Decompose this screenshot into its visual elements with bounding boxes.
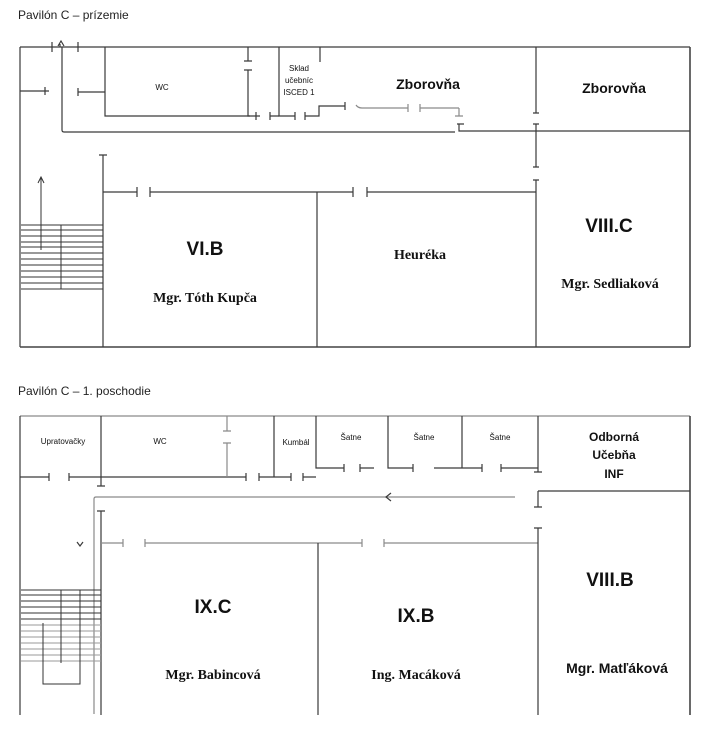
class-label-viii-c: VIII.C (585, 216, 633, 237)
upratovacky-wall-b (68, 473, 246, 481)
kumbal-door (290, 473, 316, 481)
ix-c-top-wall-b (144, 539, 362, 547)
room-label-satne-3: Šatne (490, 433, 511, 442)
teacher-label-viii-b: Mgr. Matľáková (566, 660, 668, 676)
staircase-ground (21, 175, 103, 290)
entry-ticks (51, 42, 79, 52)
room-label-sklad-1: Sklad (289, 64, 309, 73)
corridor-line-top (61, 47, 455, 133)
class-label-ix-c: IX.C (195, 597, 232, 618)
wc-room-walls (104, 47, 250, 117)
upratovacky-divider (97, 416, 105, 487)
satne-walls-b (434, 416, 483, 472)
sklad-walls (278, 47, 296, 120)
ground-floor-plan: WC Sklad učebníc ISCED 1 Zborovňa Zborov… (19, 39, 691, 348)
stair-up-arrow-icon (37, 175, 45, 250)
room-label-zborovna-2: Zborovňa (582, 80, 646, 96)
room-label-sklad-3: ISCED 1 (283, 88, 315, 97)
stair-down-arrow-icon (76, 541, 84, 547)
room-label-wc: WC (153, 437, 167, 446)
room-label-odborna-1: Odborná (589, 430, 639, 444)
satne-odborna-divider (534, 416, 542, 473)
ix-b-top-wall (361, 539, 538, 547)
teacher-label-ix-c: Mgr. Babincová (165, 668, 260, 683)
satne-walls-c (500, 464, 538, 472)
wall-wc-stub (77, 88, 105, 96)
viii-c-left-wall (533, 179, 539, 347)
wall-segment (533, 123, 539, 168)
corridor-arrow-icon (385, 492, 392, 502)
heureka-top-wall-a (317, 187, 354, 197)
staircase-first (21, 589, 101, 685)
entry-arrow-icon (57, 39, 65, 47)
corridor-line (93, 496, 515, 714)
room-label-odborna-3: INF (604, 467, 623, 481)
room-label-satne-2: Šatne (414, 433, 435, 442)
room-label-sklad-2: učebníc (285, 76, 313, 85)
zborovna-divider (533, 47, 539, 114)
teacher-label-viii-c: Mgr. Sedliaková (561, 277, 659, 292)
room-label-wc: WC (155, 83, 169, 92)
vi-b-top-wall-a (103, 187, 138, 197)
ix-c-top-wall-a (101, 539, 124, 547)
wc-bottom-wall (245, 473, 291, 481)
floor-title-ground: Pavilón C – prízemie (18, 8, 129, 22)
room-label-heureka: Heuréka (394, 248, 446, 263)
vi-b-top-wall-b (149, 187, 317, 197)
kumbal-right-wall (315, 416, 345, 472)
sklad-door (304, 102, 346, 120)
vi-b-left-wall (99, 154, 107, 347)
teacher-label-vi-b: Mgr. Tóth Kupča (153, 291, 257, 306)
first-floor-plan: Upratovačky WC Kumbál Šatne Šatne Šatne … (19, 415, 691, 715)
room-label-upratovacky: Upratovačky (41, 437, 85, 446)
room-label-kumbal: Kumbál (282, 438, 309, 447)
viii-b-left-wall (534, 527, 542, 715)
zborovna-1-bottom-wall (355, 104, 463, 117)
zborovna-corridor-wall (457, 123, 690, 132)
heureka-top-wall-b (366, 187, 536, 197)
wall-left-stub (20, 87, 49, 95)
odborna-bottom-wall (534, 490, 690, 508)
teacher-label-ix-b: Ing. Macáková (371, 668, 460, 683)
room-label-zborovna-1: Zborovňa (396, 76, 460, 92)
upratovacky-wall-a (20, 473, 50, 481)
wall-stub (269, 112, 279, 120)
class-label-viii-b: VIII.B (586, 570, 634, 591)
wc-door (223, 416, 231, 477)
class-label-vi-b: VI.B (187, 239, 224, 260)
floor-title-first: Pavilón C – 1. poschodie (18, 384, 151, 398)
satne-walls-a (359, 416, 414, 472)
room-label-odborna-2: Učebňa (592, 448, 636, 462)
room-label-satne-1: Šatne (341, 433, 362, 442)
class-label-ix-b: IX.B (398, 606, 435, 627)
wc-door (244, 47, 260, 120)
